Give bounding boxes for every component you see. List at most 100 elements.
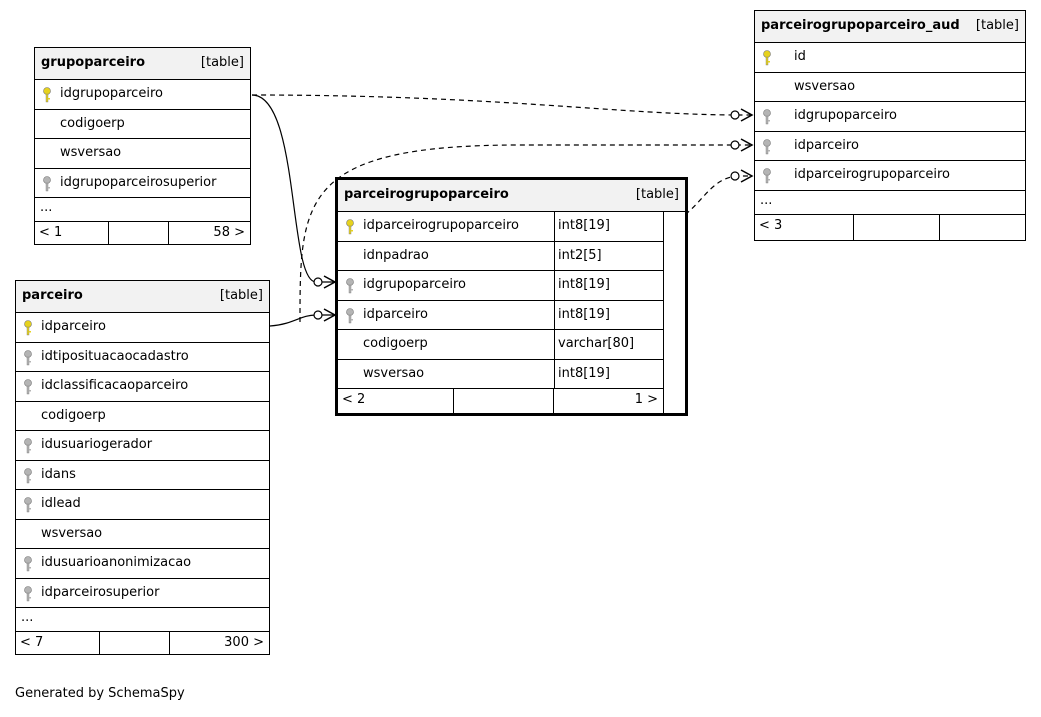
table-parceirogrupoparceiro[interactable]: parceirogrupoparceiro [table] idparceiro… — [335, 177, 688, 416]
table-header: grupoparceiro [table] — [35, 48, 250, 80]
column-row[interactable]: idparceirosuperior — [16, 579, 269, 608]
table-name: parceirogrupoparceiro — [344, 187, 509, 202]
column-name: idtiposituacaocadastro — [41, 348, 189, 364]
table-name: parceiro — [22, 288, 83, 303]
relationship-parceiro-aud — [299, 144, 752, 323]
table-type: [table] — [219, 288, 263, 303]
column-row[interactable]: wsversao int8[19] — [338, 359, 663, 389]
column-name: idparceiro — [41, 319, 106, 334]
column-type: int8[19] — [554, 212, 663, 241]
table-name: parceirogrupoparceiro_aud — [761, 18, 960, 33]
column-name: idusuarioanonimizacao — [41, 555, 192, 570]
table-footer: < 7 300 > — [16, 632, 269, 654]
foreign-key-icon — [345, 307, 355, 324]
column-name: wsversao — [794, 78, 856, 94]
column-row[interactable]: idnpadrao int2[5] — [338, 241, 663, 271]
column-name: id — [794, 49, 806, 64]
column-row[interactable]: codigoerp — [35, 110, 250, 139]
column-name: codigoerp — [363, 336, 428, 351]
column-name: idusuariogerador — [41, 437, 153, 452]
column-row[interactable]: idgrupoparceirosuperior — [35, 169, 250, 198]
crowfoot-arrow — [740, 138, 754, 152]
table-type: [table] — [200, 55, 244, 70]
column-row[interactable]: idparceiro — [755, 132, 1025, 161]
parents-count[interactable]: < 2 — [342, 392, 366, 407]
column-name: idparceirosuperior — [41, 584, 160, 600]
column-row[interactable]: idlead — [16, 490, 269, 520]
foreign-key-icon — [23, 438, 33, 454]
crowfoot-arrow — [740, 169, 754, 183]
column-name: idparceiro — [363, 306, 428, 322]
column-name: idparceirogrupoparceiro — [363, 218, 519, 233]
column-row[interactable]: id — [755, 43, 1025, 73]
table-parceiro[interactable]: parceiro [table] idparceiro idtiposituac… — [15, 280, 270, 655]
column-row[interactable]: wsversao — [35, 139, 250, 169]
table-header: parceiro [table] — [16, 281, 269, 313]
column-row[interactable]: idtiposituacaocadastro — [16, 343, 269, 372]
column-row[interactable]: codigoerp varchar[80] — [338, 330, 663, 360]
column-name: idgrupoparceiro — [363, 277, 466, 292]
table-grupoparceiro[interactable]: grupoparceiro [table] idgrupoparceiro co… — [34, 47, 251, 245]
foreign-key-icon — [23, 379, 33, 395]
primary-key-icon — [23, 320, 33, 336]
column-row[interactable]: idusuariogerador — [16, 431, 269, 461]
column-type: int8[19] — [554, 271, 663, 300]
column-row[interactable]: idparceirogrupoparceiro int8[19] — [338, 212, 663, 242]
column-row[interactable]: codigoerp — [16, 402, 269, 431]
column-row[interactable]: idgrupoparceiro int8[19] — [338, 271, 663, 301]
relationship-grupoparceiro-aud — [251, 94, 752, 116]
parents-count[interactable]: < 7 — [20, 635, 44, 650]
column-row[interactable]: idusuarioanonimizacao — [16, 549, 269, 579]
foreign-key-icon — [762, 109, 772, 125]
table-type: [table] — [975, 18, 1019, 33]
column-row[interactable]: idgrupoparceiro — [35, 80, 250, 110]
column-name: codigoerp — [41, 407, 106, 423]
table-type: [table] — [635, 187, 679, 202]
column-type: int8[19] — [554, 359, 663, 388]
column-row[interactable]: idparceiro int8[19] — [338, 300, 663, 330]
foreign-key-icon — [42, 175, 52, 192]
generated-by-label: Generated by SchemaSpy — [15, 686, 185, 701]
column-row[interactable]: idans — [16, 461, 269, 490]
table-footer: < 1 58 > — [35, 222, 250, 244]
table-footer: < 3 — [755, 214, 1025, 240]
column-name: idgrupoparceiro — [794, 108, 897, 123]
column-name: wsversao — [363, 365, 425, 381]
primary-key-icon — [42, 87, 52, 103]
parents-count[interactable]: < 1 — [39, 225, 63, 240]
column-row[interactable]: wsversao — [16, 520, 269, 549]
foreign-key-icon — [23, 467, 33, 484]
children-count[interactable]: 300 > — [224, 635, 264, 650]
relationship-end-circle — [730, 140, 740, 150]
foreign-key-icon — [23, 497, 33, 513]
column-name: wsversao — [41, 525, 103, 541]
column-row[interactable]: idgrupoparceiro — [755, 102, 1025, 132]
foreign-key-icon — [23, 556, 33, 572]
table-name: grupoparceiro — [41, 55, 146, 70]
column-row[interactable]: wsversao — [755, 73, 1025, 102]
relationship-end-circle — [730, 171, 740, 181]
relationship-grupoparceiro-parceirogrupoparceiro — [251, 94, 335, 283]
column-type: varchar[80] — [554, 330, 663, 359]
crowfoot-arrow — [740, 108, 754, 122]
more-columns: ... — [35, 198, 250, 222]
column-row[interactable]: idparceirogrupoparceiro — [755, 161, 1025, 191]
column-name: idans — [41, 466, 76, 482]
column-row[interactable]: idclassificacaoparceiro — [16, 372, 269, 402]
children-count[interactable]: 58 > — [213, 225, 245, 240]
more-columns: ... — [16, 608, 269, 632]
foreign-key-icon — [762, 138, 772, 155]
column-name: wsversao — [60, 145, 122, 160]
parents-count[interactable]: < 3 — [759, 217, 783, 233]
primary-key-icon — [762, 50, 772, 66]
table-parceirogrupoparceiro-aud[interactable]: parceirogrupoparceiro_aud [table] id wsv… — [754, 10, 1026, 241]
column-type: int2[5] — [554, 241, 663, 270]
column-name: idgrupoparceirosuperior — [60, 174, 217, 190]
column-name: idparceirogrupoparceiro — [794, 167, 950, 182]
relationship-end-circle — [730, 110, 740, 120]
column-row[interactable]: idparceiro — [16, 313, 269, 343]
column-name: idnpadrao — [363, 247, 429, 263]
children-count[interactable]: 1 > — [634, 392, 658, 407]
column-type: int8[19] — [554, 300, 663, 329]
